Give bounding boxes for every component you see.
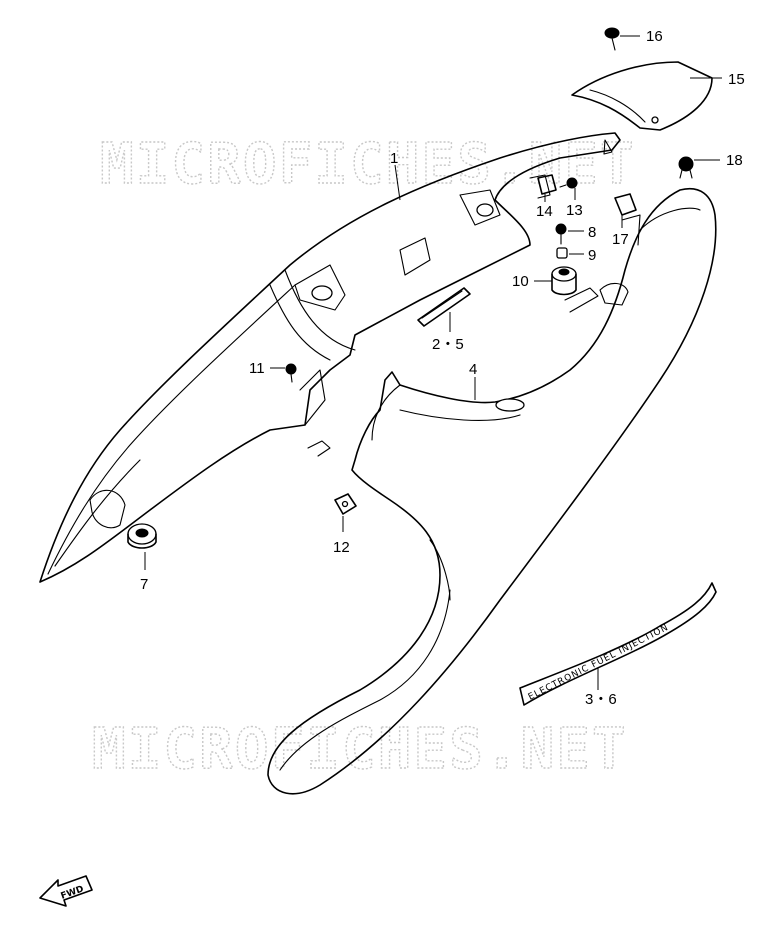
callout-14: 14: [536, 203, 553, 220]
part-2-5-emblem: [417, 287, 471, 327]
part-1-frame-cover-left: [39, 132, 621, 583]
callout-10: 10: [512, 273, 529, 290]
part-15-cover: [571, 61, 713, 131]
callout-17: 17: [612, 231, 629, 248]
callout-18: 18: [726, 152, 743, 169]
fwd-arrow-icon: FWD: [39, 875, 93, 907]
part-12-nut: [307, 440, 357, 532]
callout-15: 15: [728, 71, 745, 88]
part-9-collar: [556, 247, 584, 259]
callout-1: 1: [390, 150, 398, 167]
fwd-label: FWD: [60, 884, 86, 901]
part-16-screw: [604, 27, 640, 51]
callout-11: 11: [249, 360, 265, 377]
part-4-frame-cover-right: [267, 188, 717, 795]
leader-1: [394, 164, 401, 201]
part-17-clip: [614, 193, 637, 228]
part-11-screw: [270, 363, 297, 383]
callout-4: 4: [469, 361, 477, 378]
part-10-mount: [534, 266, 577, 296]
callout-12: 12: [333, 539, 350, 556]
callout-3-6: 3・6: [585, 691, 617, 708]
part-14-clip: [537, 174, 557, 202]
part-7-grommet: [127, 523, 157, 570]
callout-8: 8: [588, 224, 596, 241]
callout-2-5: 2・5: [432, 336, 464, 353]
callout-13: 13: [566, 202, 583, 219]
part-13-screw: [559, 177, 578, 200]
part-8-screw: [555, 223, 584, 245]
callout-7: 7: [140, 576, 148, 593]
watermark-bottom: MICROFICHES.NET: [92, 717, 628, 782]
watermark-top: MICROFICHES.NET: [100, 132, 636, 197]
part-18-grommet: [678, 156, 720, 179]
callout-9: 9: [588, 247, 596, 264]
part-3-6-decal: ELECTRONIC FUEL INJECTION: [519, 582, 717, 706]
callout-16: 16: [646, 28, 663, 45]
